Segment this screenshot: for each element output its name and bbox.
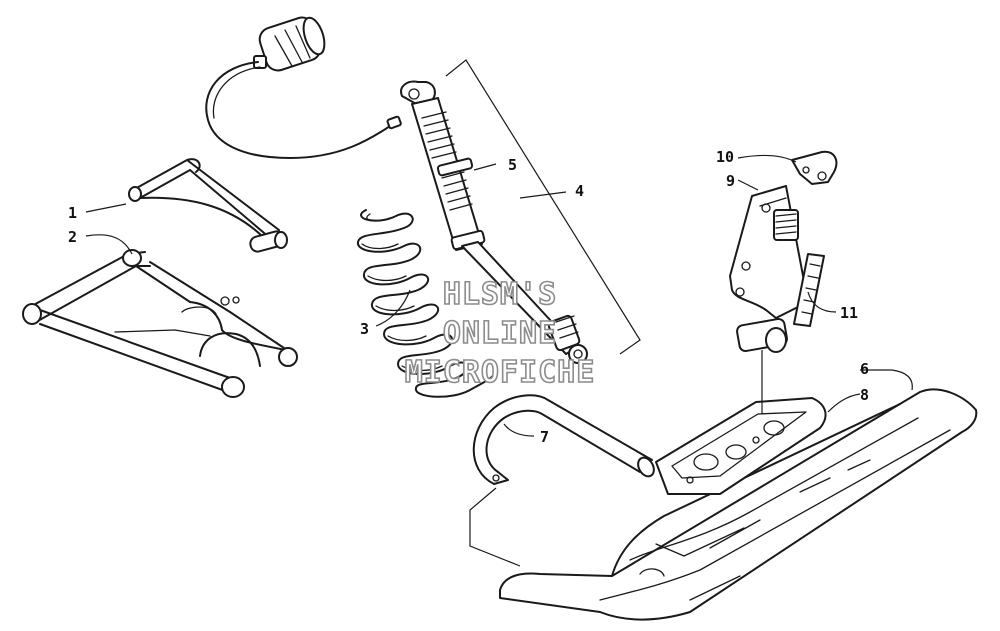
- callout-6: 6: [860, 360, 869, 378]
- ski-spindle-plate: [655, 397, 827, 495]
- callout-10: 10: [716, 148, 734, 166]
- callout-3: 3: [360, 320, 369, 338]
- callout-labels: 1 2 3 4 5 6 7 8 9 10 11: [68, 148, 869, 446]
- leader-lines: [85, 154, 913, 567]
- upper-a-arm: [128, 158, 288, 253]
- callout-7: 7: [540, 428, 549, 446]
- coil-spring: [357, 209, 496, 398]
- watermark-line-1: HLSM'S: [443, 277, 557, 312]
- callout-9: 9: [726, 172, 735, 190]
- shock-absorber: [386, 80, 588, 364]
- watermark-line-2: ONLINE: [443, 316, 557, 351]
- callout-4: 4: [575, 182, 584, 200]
- callout-1: 1: [68, 204, 77, 222]
- clamp: [791, 150, 838, 185]
- callout-11: 11: [840, 304, 858, 322]
- spindle-bracket: [729, 185, 809, 353]
- lower-a-arm: [22, 249, 298, 398]
- ski: [499, 388, 978, 621]
- callout-8: 8: [860, 386, 869, 404]
- watermark-line-3: MICROFICHE: [405, 355, 596, 390]
- remote-reservoir: [205, 16, 397, 159]
- decal: [793, 253, 825, 327]
- watermark: HLSM'S ONLINE MICROFICHE: [404, 276, 596, 391]
- callout-5: 5: [508, 156, 517, 174]
- ski-loop: [472, 394, 655, 485]
- assembly-bracket: [445, 59, 641, 355]
- callout-2: 2: [68, 228, 77, 246]
